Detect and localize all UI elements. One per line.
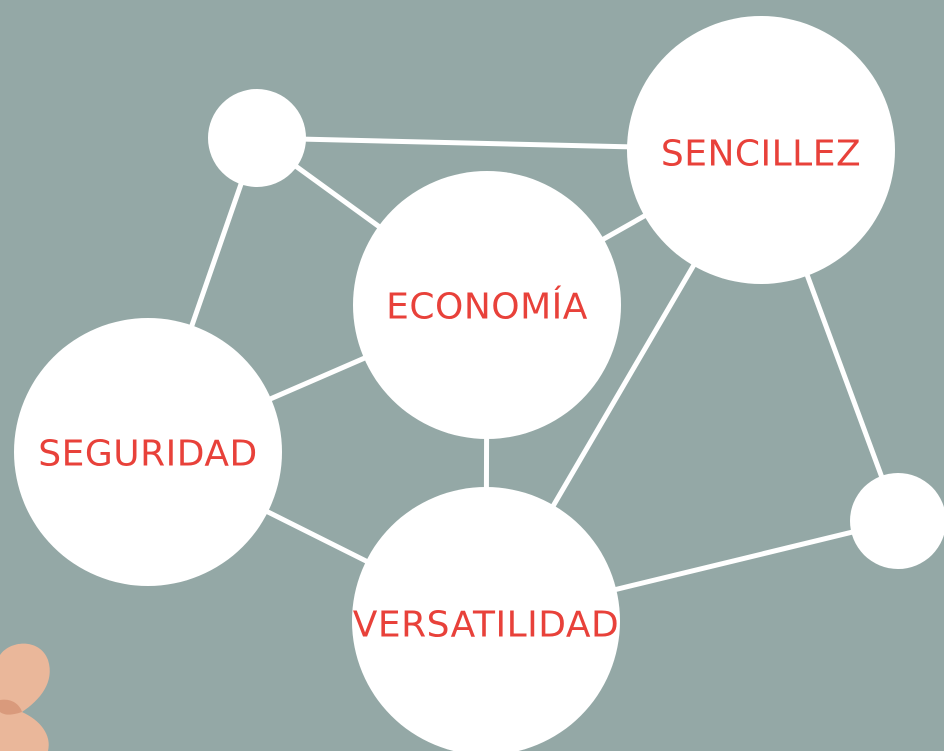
node-small-top (208, 89, 306, 187)
node-small-right (850, 473, 944, 569)
node-seguridad (14, 318, 282, 586)
node-economia (353, 171, 621, 439)
node-sencillez (627, 16, 895, 284)
finger-image (0, 643, 50, 751)
node-versatilidad (352, 487, 620, 751)
label-versatilidad: VERSATILIDAD (353, 605, 619, 646)
label-economia: ECONOMÍA (386, 286, 588, 328)
node-layer: SENCILLEZ ECONOMÍA SEGURIDAD VERSATILIDA… (14, 16, 944, 751)
label-seguridad: SEGURIDAD (38, 434, 257, 475)
label-sencillez: SENCILLEZ (661, 134, 861, 175)
